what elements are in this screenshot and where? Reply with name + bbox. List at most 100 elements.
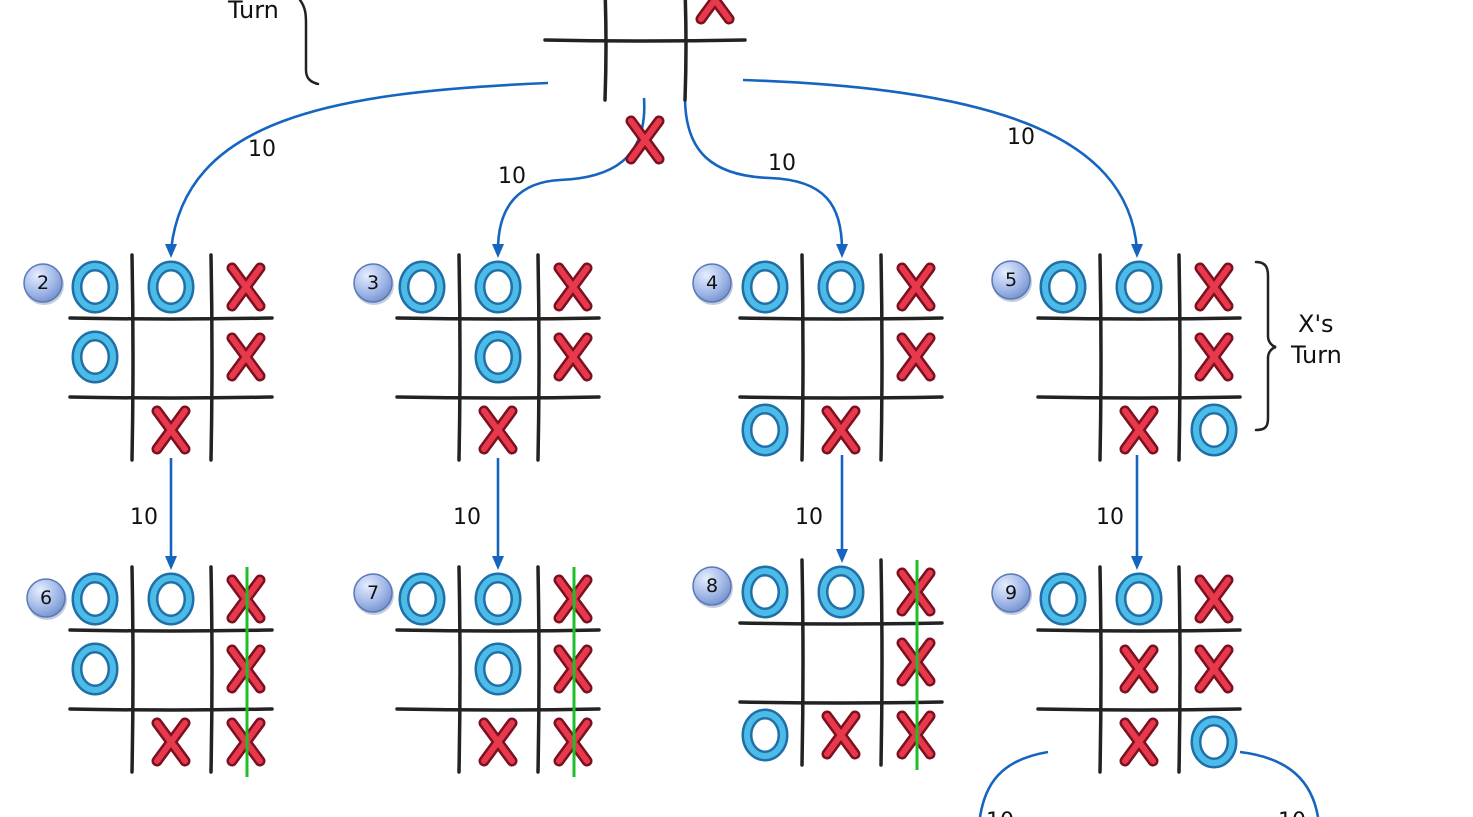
node-badge-number: 5	[1005, 269, 1017, 291]
edge-line	[683, 99, 844, 251]
x-mark	[821, 405, 861, 455]
edge-root-2: 10	[165, 81, 549, 258]
board-8: 8	[692, 558, 944, 770]
board-grid	[68, 253, 274, 462]
node-badge-number: 8	[706, 575, 718, 597]
o-mark	[71, 572, 119, 626]
edge-label: 10	[768, 151, 796, 176]
board-6: 6	[26, 565, 274, 777]
x-mark	[1194, 262, 1234, 312]
arrow-head	[165, 244, 177, 258]
o-mark	[1039, 572, 1087, 626]
board-4: 4	[692, 253, 944, 462]
edge-label: 10	[1278, 809, 1306, 817]
node-badge: 2	[23, 263, 64, 305]
board-root	[543, 0, 747, 165]
o-mark	[474, 330, 522, 384]
edge-root-4: 10	[683, 99, 848, 258]
x-mark	[896, 332, 936, 382]
edge-9-left-child: 10	[978, 750, 1049, 817]
x-mark	[553, 262, 593, 312]
edge-label: 10	[498, 164, 526, 189]
node-badge-number: 6	[40, 587, 52, 609]
board-grid	[738, 253, 944, 462]
board-grid	[1036, 565, 1242, 774]
node-badge-number: 7	[367, 582, 379, 604]
o-mark	[1190, 403, 1238, 457]
top-turn-annotation: Turn	[227, 0, 320, 86]
right-turn-label-line2: Turn	[1290, 341, 1342, 369]
arrow-head	[836, 549, 848, 563]
top-turn-label: Turn	[227, 0, 279, 24]
o-mark	[71, 642, 119, 696]
x-mark	[625, 115, 665, 165]
x-mark	[1119, 717, 1159, 767]
node-badge: 4	[692, 263, 733, 305]
arrow-head	[165, 556, 177, 570]
node-badge-number: 9	[1005, 582, 1017, 604]
edge-4-8: 10	[795, 455, 848, 563]
x-mark	[1119, 644, 1159, 694]
board-grid	[395, 253, 601, 462]
o-mark	[741, 565, 789, 619]
edge-5-9: 10	[1096, 455, 1143, 570]
edge-label: 10	[1096, 505, 1124, 530]
edge-label: 10	[453, 505, 481, 530]
o-mark	[741, 260, 789, 314]
node-badge-number: 3	[367, 272, 379, 294]
node-badge: 8	[692, 566, 733, 608]
o-mark	[817, 260, 865, 314]
arrow-head	[836, 244, 848, 258]
x-mark	[821, 710, 861, 760]
edge-line	[1239, 750, 1320, 817]
board-5: 5	[991, 253, 1242, 462]
edge-2-6: 10	[130, 458, 177, 570]
node-badge: 5	[991, 260, 1032, 302]
node-badge: 9	[991, 573, 1032, 615]
o-mark	[1115, 572, 1163, 626]
arrows-layer: 10101010101010101010	[130, 78, 1320, 817]
x-mark	[151, 717, 191, 767]
node-badge: 3	[353, 263, 394, 305]
edge-label: 10	[795, 505, 823, 530]
node-badge: 7	[353, 573, 394, 615]
o-mark	[147, 572, 195, 626]
o-mark	[474, 642, 522, 696]
x-mark	[226, 332, 266, 382]
x-mark	[1194, 644, 1234, 694]
right-turn-label-line1: X's	[1298, 310, 1334, 338]
node-badge-number: 2	[37, 272, 49, 294]
x-mark	[1119, 405, 1159, 455]
edge-9-right-child: 10	[1239, 750, 1320, 817]
o-mark	[741, 403, 789, 457]
board-grid	[1036, 253, 1242, 462]
edge-line	[169, 81, 549, 251]
right-brace	[1254, 260, 1277, 432]
right-turn-annotation: X's Turn	[1254, 260, 1342, 432]
o-mark	[398, 260, 446, 314]
o-mark	[1039, 260, 1087, 314]
x-mark	[1194, 574, 1234, 624]
board-3: 3	[353, 253, 601, 462]
x-mark	[553, 332, 593, 382]
o-mark	[71, 330, 119, 384]
x-mark	[478, 405, 518, 455]
o-mark	[1190, 715, 1238, 769]
arrow-head	[1131, 556, 1143, 570]
board-2: 2	[23, 253, 274, 462]
x-mark	[226, 262, 266, 312]
node-badge: 6	[26, 578, 67, 620]
edge-3-7: 10	[453, 458, 504, 570]
edge-root-5: 10	[742, 78, 1143, 258]
edge-line	[978, 750, 1049, 817]
o-mark	[71, 260, 119, 314]
o-mark	[398, 572, 446, 626]
o-mark	[817, 565, 865, 619]
x-mark	[478, 717, 518, 767]
top-brace	[298, 0, 320, 86]
edge-label: 10	[986, 809, 1014, 817]
o-mark	[741, 708, 789, 762]
x-mark	[695, 0, 735, 25]
o-mark	[147, 260, 195, 314]
edge-label: 10	[248, 137, 276, 162]
